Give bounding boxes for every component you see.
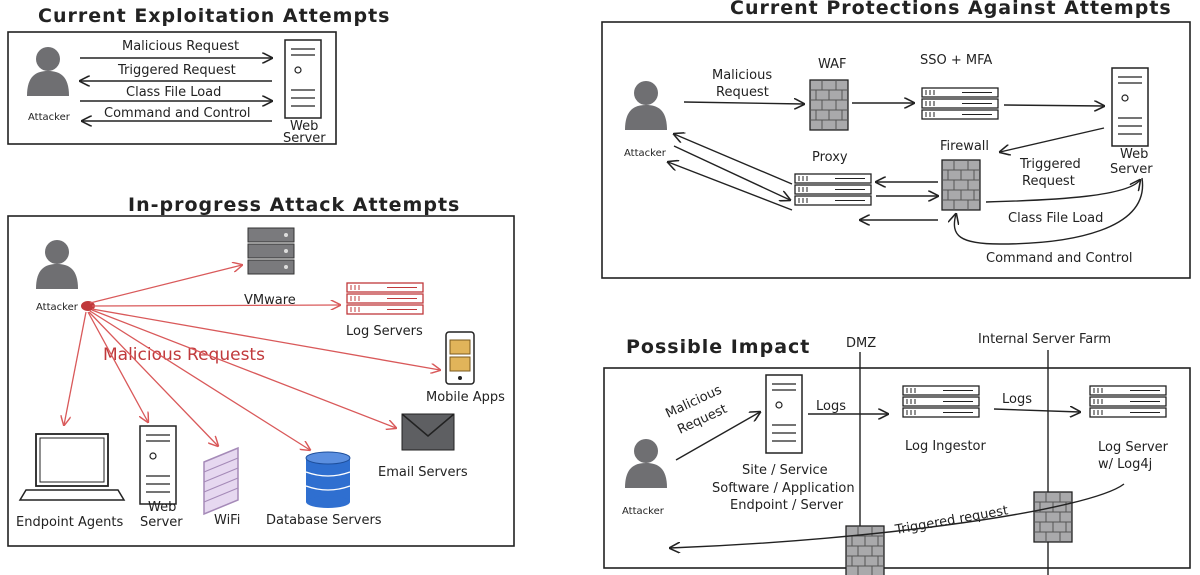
web-server-label-2: Server xyxy=(283,131,326,146)
attacker-icon xyxy=(27,47,69,96)
web-server-icon xyxy=(139,425,177,505)
impact-title: Possible Impact xyxy=(626,336,810,358)
proxy-to-attacker-arrow-2 xyxy=(668,162,793,211)
sso-to-server-arrow xyxy=(1003,105,1104,106)
in-progress-frame xyxy=(7,215,515,547)
dmz-label: DMZ xyxy=(846,336,876,351)
proxy-to-attacker-arrow-1 xyxy=(674,134,793,185)
protections-title: Current Protections Against Attempts xyxy=(730,0,1172,19)
protections-frame xyxy=(601,21,1191,279)
triggered-arrow xyxy=(670,483,1125,548)
class-load-arrow xyxy=(985,180,1140,203)
database-servers-label: Database Servers xyxy=(266,513,382,528)
triggered-label: Triggered request xyxy=(893,503,1009,538)
email-servers-label: Email Servers xyxy=(378,465,468,480)
triggered-label-2: Request xyxy=(1022,174,1075,189)
log-server-label-2: w/ Log4j xyxy=(1098,457,1152,472)
sso-icon xyxy=(921,87,999,120)
mobile-apps-icon xyxy=(445,331,475,385)
logs-label-2: Logs xyxy=(1002,392,1032,407)
web-server-icon xyxy=(1111,67,1149,147)
panel-exploitation: Current Exploitation Attempts Attacker W… xyxy=(7,5,390,146)
attacker-icon xyxy=(36,240,78,289)
farm-label: Internal Server Farm xyxy=(978,332,1111,347)
sso-label: SSO + MFA xyxy=(920,53,992,68)
attacker-icon xyxy=(625,439,667,488)
arrow-to-log-servers xyxy=(91,305,340,306)
web-server-label-1: Web xyxy=(148,500,176,515)
attacker-label: Attacker xyxy=(36,302,79,313)
web-server-label-2: Server xyxy=(1110,162,1153,177)
attacker-label: Attacker xyxy=(624,148,667,159)
email-icon xyxy=(401,413,455,451)
web-server-label-1: Web xyxy=(1120,147,1148,162)
firewall-icon xyxy=(941,159,981,211)
attacker-to-proxy-arrow xyxy=(673,145,790,200)
malicious-label-2: Request xyxy=(716,85,769,100)
attacker-label: Attacker xyxy=(622,506,665,517)
log4j-server-icon xyxy=(1089,385,1167,418)
vmware-label: VMware xyxy=(244,293,296,308)
panel-impact: Possible Impact DMZ Internal Server Farm… xyxy=(603,332,1191,575)
arrow-to-wifi xyxy=(88,311,218,446)
arrow-to-web-server xyxy=(87,311,148,422)
logs-label-1: Logs xyxy=(816,399,846,414)
c2-label: Command and Control xyxy=(986,251,1133,266)
triggered-label-1: Triggered xyxy=(1019,157,1081,172)
arrow-to-mobile-apps xyxy=(91,308,440,370)
site-label-1: Site / Service xyxy=(742,463,828,478)
logs-arrow-2 xyxy=(993,409,1080,412)
waf-icon xyxy=(809,79,849,131)
firewall-label: Firewall xyxy=(940,139,989,154)
web-server-label-1: Web xyxy=(290,119,318,134)
mobile-apps-label: Mobile Apps xyxy=(426,390,505,405)
attack-origin-dot xyxy=(81,301,95,311)
c2-arrow xyxy=(954,177,1144,245)
site-label-3: Endpoint / Server xyxy=(730,498,844,513)
proxy-label: Proxy xyxy=(812,150,848,165)
malicious-arrow xyxy=(683,102,804,104)
attacker-label: Attacker xyxy=(28,112,71,123)
malicious-arrow xyxy=(675,412,760,461)
site-server-icon xyxy=(765,374,803,454)
laptop-icon xyxy=(18,433,126,501)
attacker-icon xyxy=(625,81,667,130)
vmware-icon xyxy=(247,227,295,275)
arrow-to-email-servers xyxy=(91,309,396,428)
exploitation-frame xyxy=(7,31,337,145)
class-load-label: Class File Load xyxy=(1008,211,1103,226)
malicious-label-1: Malicious xyxy=(712,68,772,83)
server-to-firewall-arrow xyxy=(1000,127,1105,152)
web-server-icon xyxy=(284,39,322,119)
log-servers-label: Log Servers xyxy=(346,324,423,339)
log-servers-icon xyxy=(346,282,424,315)
malicious-requests-label: Malicious Requests xyxy=(103,345,265,365)
site-label-2: Software / Application xyxy=(712,481,855,496)
exploitation-title: Current Exploitation Attempts xyxy=(38,5,390,27)
web-server-label-2: Server xyxy=(140,515,183,530)
log-ingestor-label: Log Ingestor xyxy=(905,439,986,454)
waf-label: WAF xyxy=(818,57,847,72)
database-icon xyxy=(305,451,351,508)
flow-c2-label: Command and Control xyxy=(104,106,251,121)
wifi-label: WiFi xyxy=(214,513,240,528)
panel-in-progress: In-progress Attack Attempts Attacker Mal… xyxy=(7,194,515,547)
farm-firewall-icon xyxy=(1033,491,1073,543)
flow-classload-label: Class File Load xyxy=(126,85,221,100)
wifi-icon xyxy=(203,446,239,516)
log-server-label-1: Log Server xyxy=(1098,440,1169,455)
endpoint-agents-label: Endpoint Agents xyxy=(16,515,123,530)
in-progress-title: In-progress Attack Attempts xyxy=(128,194,460,216)
panel-protections: Current Protections Against Attempts Att… xyxy=(601,0,1191,279)
arrow-to-endpoints xyxy=(64,311,87,425)
proxy-icon xyxy=(794,173,872,206)
flow-malicious-label: Malicious Request xyxy=(122,39,239,54)
arrow-to-database xyxy=(89,310,310,450)
arrow-to-vmware xyxy=(89,265,242,304)
flow-triggered-label: Triggered Request xyxy=(117,63,236,78)
impact-frame xyxy=(603,367,1191,569)
log-ingestor-icon xyxy=(902,385,980,418)
